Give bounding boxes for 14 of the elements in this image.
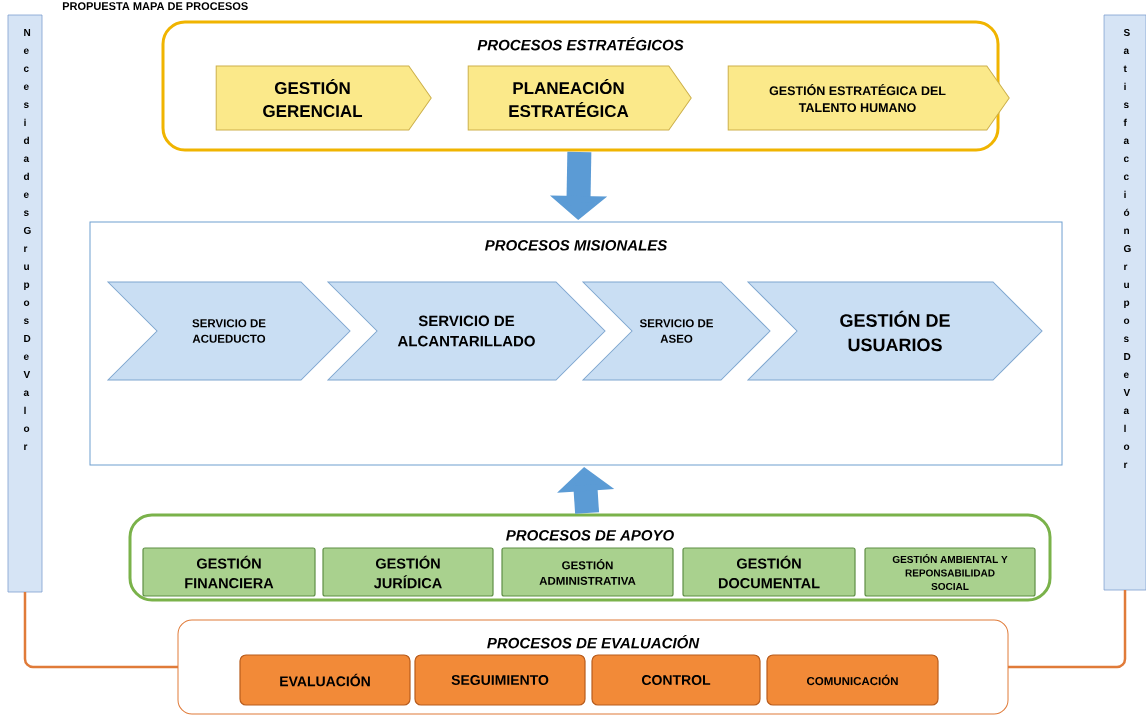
process-box: COMUNICACIÓN <box>766 654 939 706</box>
process-box: GESTIÓN ADMINISTRATIVA <box>501 547 674 597</box>
page-title: PROPUESTA MAPA DE PROCESOS <box>62 2 248 10</box>
connector-line <box>23 592 178 669</box>
process-box: SEGUIMIENTO <box>414 654 586 706</box>
process-box: EVALUACIÓN <box>239 654 411 706</box>
process-box: GESTIÓN DOCUMENTAL <box>682 547 856 597</box>
process-box: CONTROL <box>591 654 761 706</box>
side-banner: Satisfacción Grupos De Valor <box>1103 14 1146 591</box>
connector-line <box>1008 590 1127 669</box>
side-banner: Necesidades Grupos De Valor <box>7 14 43 593</box>
process-box: GESTIÓN JURÍDICA <box>322 547 494 597</box>
process-box: GESTIÓN FINANCIERA <box>142 547 316 597</box>
process-box: GESTIÓN AMBIENTAL Y REPONSABILIDAD SOCIAL <box>864 547 1036 597</box>
